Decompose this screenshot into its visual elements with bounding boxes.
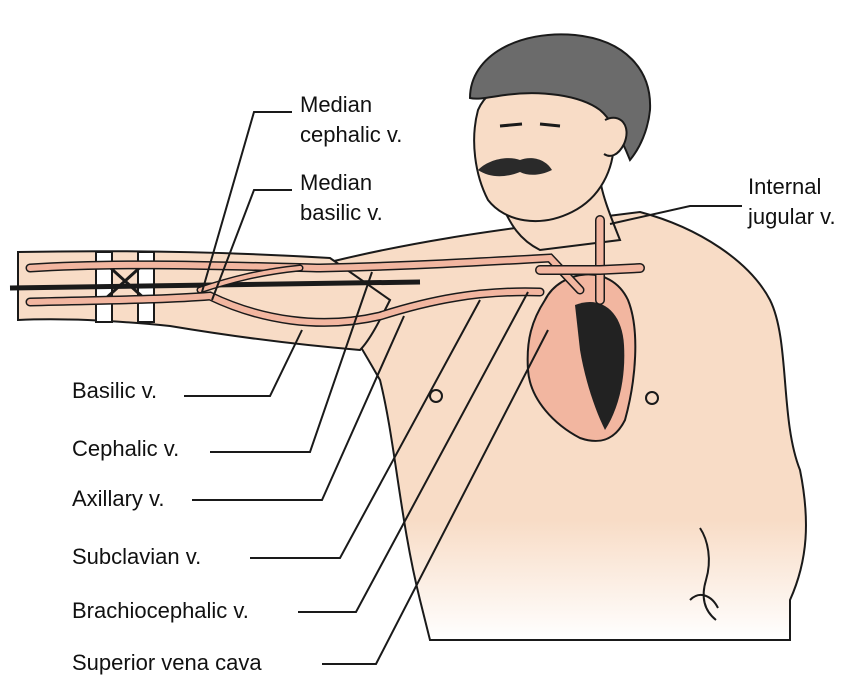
label-cephalic: Cephalic v. <box>72 436 180 461</box>
label-basilic: Basilic v. <box>72 378 158 403</box>
label-median-basilic-line1: Median <box>300 170 373 195</box>
label-median-cephalic: Median cephalic v. <box>300 90 402 150</box>
label-internal-jugular-line2: jugular v. <box>748 204 836 229</box>
label-median-basilic-line2: basilic v. <box>300 200 383 225</box>
left-nipple <box>429 389 443 403</box>
label-internal-jugular: Internal jugular v. <box>748 172 836 232</box>
leader-basilic <box>184 329 303 397</box>
leader-median-cephalic <box>201 111 292 293</box>
leader-axillary <box>192 315 405 501</box>
mustache <box>478 158 552 177</box>
label-median-cephalic-line1: Median <box>300 92 373 117</box>
artist-signature <box>689 527 719 621</box>
leader-brachiocephalic <box>298 291 529 613</box>
label-axillary: Axillary v. <box>72 486 165 511</box>
vein-network <box>25 215 645 327</box>
label-subclavian: Subclavian v. <box>72 544 202 569</box>
leader-median-basilic <box>211 189 292 301</box>
right-nipple <box>645 391 659 405</box>
heart-right-chamber <box>575 301 625 430</box>
hair <box>468 33 652 162</box>
label-superior-vena-cava: Superior vena cava <box>72 650 262 675</box>
leader-internal-jugular <box>609 205 742 225</box>
ear <box>603 116 628 157</box>
leader-cephalic <box>210 271 373 453</box>
label-median-basilic: Median basilic v. <box>300 168 383 228</box>
label-internal-jugular-line1: Internal <box>748 174 822 199</box>
leader-subclavian <box>250 299 481 559</box>
leader-superior-vena-cava <box>322 329 549 665</box>
eye <box>499 122 561 128</box>
label-brachiocephalic: Brachiocephalic v. <box>72 598 249 623</box>
leader-lines <box>184 111 742 665</box>
label-median-cephalic-line2: cephalic v. <box>300 122 403 147</box>
